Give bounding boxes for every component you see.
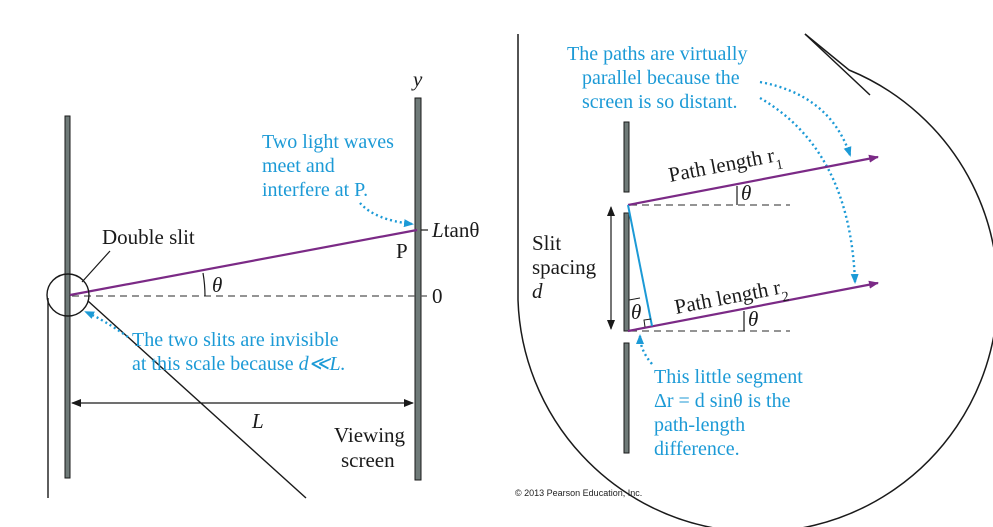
slit-spacing-line2: spacing: [532, 255, 597, 279]
barrier-middle: [623, 212, 630, 332]
segment-note-line4: difference.: [654, 438, 740, 460]
theta-label-inner: θ: [631, 300, 641, 324]
theta-label-lower: θ: [748, 307, 758, 331]
slit-spacing-line1: Slit: [532, 231, 561, 255]
path2-label: Path length r2: [672, 274, 790, 326]
segment-note-line1: This little segment: [654, 366, 803, 388]
waves-note-line2: meet and: [262, 155, 335, 177]
viewing-screen: [414, 97, 422, 481]
segment-note-line3: path-length: [654, 414, 745, 436]
point-p-label: P: [396, 239, 408, 263]
theta-inner-arc: [628, 297, 641, 301]
slits-note-pointer: [84, 310, 129, 338]
slit-spacing-symbol: d: [532, 279, 543, 303]
viewing-screen-label-line2: screen: [341, 448, 395, 472]
double-slit-leader: [81, 250, 111, 283]
parallel-pointer-2: [759, 96, 859, 284]
slits-note-line2: at this scale because d≪L.: [132, 353, 346, 375]
segment-note-line2: Δr = d sinθ is the: [654, 390, 791, 412]
magnifier-tangent: [804, 33, 871, 96]
barrier-top: [623, 121, 630, 193]
left-panel: y θ Ltanθ 0 P Double slit L Viewing scre…: [46, 67, 479, 499]
slit-barrier: [64, 115, 71, 479]
viewing-screen-label-line1: Viewing: [334, 423, 406, 447]
tick-label-ltan: Ltanθ: [431, 218, 479, 242]
path-ray-1: [627, 154, 879, 207]
waves-note-pointer: [359, 202, 414, 228]
y-axis-label: y: [411, 67, 423, 91]
perpendicular-segment: [627, 204, 653, 327]
segment-note-pointer: [636, 334, 653, 365]
path-ray-2: [627, 280, 879, 333]
slits-note-line1: The two slits are invisible: [132, 329, 339, 351]
right-angle-marker: [643, 318, 652, 328]
waves-note-line3: interfere at P.: [262, 179, 368, 201]
right-panel: The paths are virtually parallel because…: [515, 33, 993, 527]
parallel-note-line1: The paths are virtually: [567, 43, 748, 65]
ray-to-p: [69, 228, 418, 297]
slit-circle: [46, 273, 90, 317]
parallel-note-line3: screen is so distant.: [582, 91, 738, 113]
barrier-bottom: [623, 342, 630, 454]
tick-label-zero: 0: [432, 284, 443, 308]
parallel-note-line2: parallel because the: [582, 67, 740, 89]
distance-label: L: [251, 409, 264, 433]
theta-label-left: θ: [212, 273, 222, 297]
double-slit-label: Double slit: [102, 225, 195, 249]
parallel-pointer-1: [759, 80, 852, 157]
theta-label-upper: θ: [741, 181, 751, 205]
theta-arc: [202, 272, 206, 297]
waves-note-line1: Two light waves: [262, 131, 394, 153]
magnifier-outline: [517, 33, 993, 527]
credit-text: © 2013 Pearson Education, Inc.: [515, 488, 642, 498]
